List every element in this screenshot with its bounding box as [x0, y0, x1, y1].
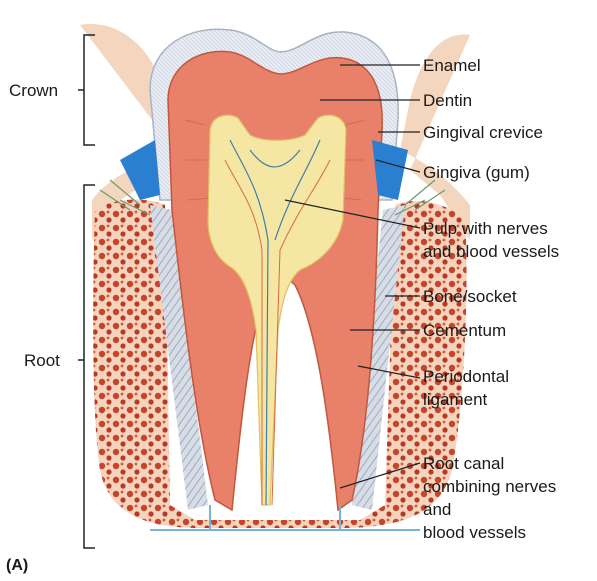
label-pulp-line1: Pulp with nerves	[423, 218, 548, 239]
panel-label: (A)	[6, 557, 28, 575]
label-crown: Crown	[9, 80, 58, 101]
label-periodontal-line1: Periodontal	[423, 366, 509, 387]
label-gingiva: Gingiva (gum)	[423, 162, 530, 183]
label-root-canal-line4: blood vessels	[423, 522, 526, 543]
label-dentin: Dentin	[423, 90, 472, 111]
label-root: Root	[24, 350, 60, 371]
label-enamel: Enamel	[423, 55, 481, 76]
label-root-canal-line3: and	[423, 499, 451, 520]
root-bracket	[78, 185, 95, 548]
label-periodontal-line2: ligament	[423, 389, 487, 410]
crown-bracket	[78, 35, 95, 145]
label-bone: Bone/socket	[423, 286, 517, 307]
label-pulp-line2: and blood vessels	[423, 241, 559, 262]
label-gingival-crevice: Gingival crevice	[423, 122, 543, 143]
label-root-canal-line2: combining nerves	[423, 476, 556, 497]
label-cementum: Cementum	[423, 320, 506, 341]
label-root-canal-line1: Root canal	[423, 453, 504, 474]
